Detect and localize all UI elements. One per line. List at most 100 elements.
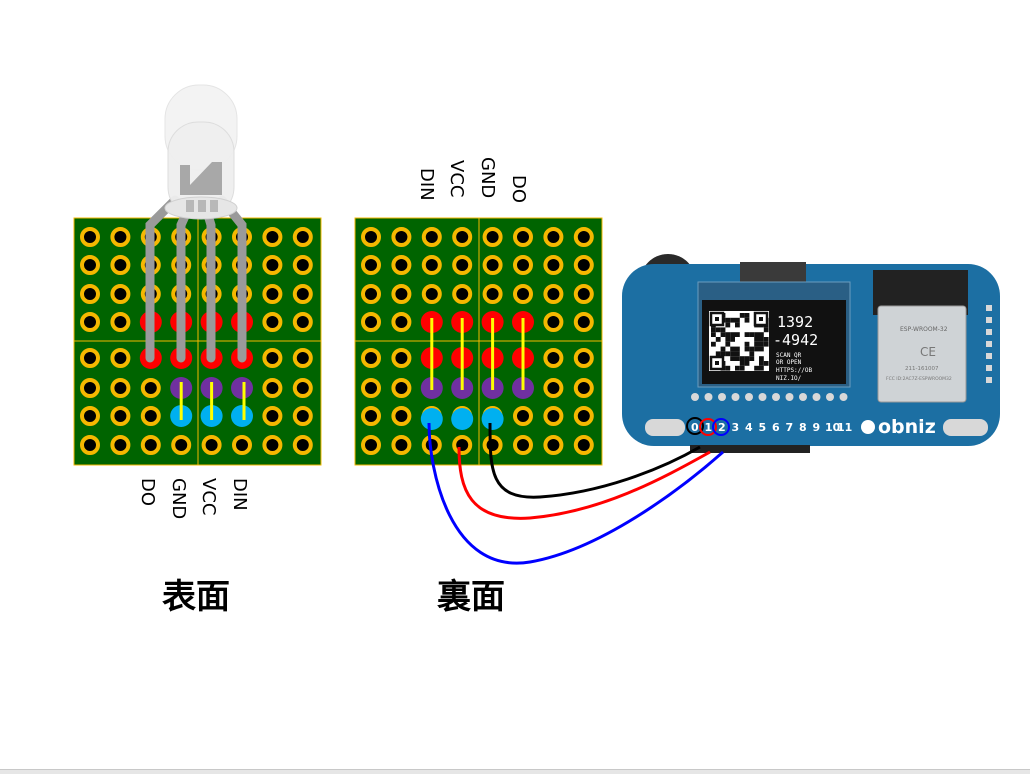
header-pad: [758, 393, 767, 401]
pin-number-0: 0: [691, 421, 699, 434]
pad-hole: [292, 348, 313, 368]
wires: [427, 422, 724, 565]
pad-hole: [110, 348, 131, 368]
front-label-do: DO: [137, 478, 158, 506]
pad-hole: [573, 312, 594, 332]
pad-hole: [110, 227, 131, 247]
pad-hole: [292, 406, 313, 426]
pad-hole: [80, 406, 100, 426]
pad-hole: [80, 227, 100, 247]
pad-hole: [80, 378, 100, 398]
pad-hole: [513, 435, 533, 455]
display-text-line3: SCAN QR: [776, 352, 802, 359]
pad-hole: [482, 227, 503, 247]
pin-number-6: 6: [772, 421, 780, 434]
pin-number-5: 5: [759, 421, 767, 434]
pad-hole: [262, 348, 283, 368]
back-label-din: DIN: [416, 168, 437, 201]
pad-hole: [361, 227, 381, 247]
pin1-marker: [699, 418, 717, 436]
pin-number-10: 10: [825, 421, 841, 434]
pad-hole: [80, 284, 100, 304]
front-label-gnd: GND: [168, 478, 189, 519]
pad-hole: [361, 435, 381, 455]
wire-din-blue[interactable]: [427, 422, 724, 565]
header-pad: [731, 393, 740, 401]
obniz-id-line1: 1392: [777, 313, 813, 331]
pad-hole: [573, 227, 594, 247]
pad-hole: [201, 435, 222, 455]
pad-hole: [391, 435, 412, 455]
pad-hole: [573, 284, 594, 304]
wire-gnd-black[interactable]: [488, 422, 701, 499]
pad-hole: [361, 406, 381, 426]
pin-number-1: 1: [705, 421, 713, 434]
pad-hole: [80, 312, 100, 332]
pin-number-2: 2: [718, 421, 726, 434]
front-label-vcc: VCC: [198, 478, 219, 515]
pad-hole: [573, 378, 594, 398]
back-label-do: DO: [508, 175, 529, 203]
pad-hole: [361, 348, 381, 368]
esp32-cert: 211-161007: [905, 366, 939, 372]
display-text-line6: NIZ.IO/: [776, 375, 802, 382]
header-pad: [691, 393, 699, 401]
back-caption: 裏面: [437, 577, 505, 617]
back-label-gnd: GND: [477, 157, 498, 198]
pad-hole: [110, 435, 131, 455]
pin-number-4: 4: [745, 421, 753, 434]
pad-hole: [543, 435, 564, 455]
pad-hole: [80, 255, 100, 275]
pad-hole: [292, 378, 313, 398]
solder-cyan: [481, 408, 504, 430]
side-pad: [986, 329, 992, 335]
mount-slot-left: [645, 419, 685, 436]
esp32-module-label: ESP-WROOM-32: [900, 326, 948, 333]
obniz-id-line2: -4942: [773, 331, 818, 349]
pin-number-8: 8: [799, 421, 807, 434]
ce-mark: CE: [920, 345, 936, 359]
pad-hole: [452, 255, 473, 275]
mount-slot-right: [943, 419, 988, 436]
pad-hole: [80, 435, 100, 455]
side-pad: [986, 317, 992, 323]
pad-hole: [110, 406, 131, 426]
pad-hole: [543, 378, 564, 398]
side-pad: [986, 365, 992, 371]
pad-hole: [110, 255, 131, 275]
pad-hole: [232, 435, 252, 455]
pad-hole: [573, 255, 594, 275]
header-pad: [745, 393, 753, 401]
esp32-module: [877, 305, 967, 403]
pad-hole: [513, 255, 533, 275]
pad-hole: [543, 312, 564, 332]
pad-hole: [421, 284, 442, 304]
side-pad: [986, 377, 992, 383]
pad-hole: [391, 284, 412, 304]
pad-hole: [513, 284, 533, 304]
pad-hole: [482, 284, 503, 304]
wire-vcc-red[interactable]: [457, 446, 711, 520]
back-label-vcc: VCC: [446, 160, 467, 197]
pad-hole: [110, 284, 131, 304]
esp32-fcc: FCC ID:2AC7Z-ESPWROOM32: [886, 376, 952, 382]
pad-hole: [452, 284, 473, 304]
pad-hole: [573, 406, 594, 426]
bottom-border: [0, 769, 1030, 774]
pad-hole: [140, 406, 161, 426]
pad-hole: [391, 227, 412, 247]
header-pad: [718, 393, 726, 401]
pad-hole: [573, 435, 594, 455]
pad-hole: [140, 435, 161, 455]
pad-hole: [391, 255, 412, 275]
pad-hole: [361, 284, 381, 304]
display-text-line5: HTTPS://OB: [776, 367, 813, 374]
pad-hole: [391, 348, 412, 368]
header-pad: [772, 393, 780, 401]
pad-hole: [171, 435, 192, 455]
pad-hole: [262, 255, 283, 275]
pad-hole: [513, 406, 533, 426]
back-perfboard: [354, 217, 603, 466]
header-pad: [839, 393, 848, 401]
